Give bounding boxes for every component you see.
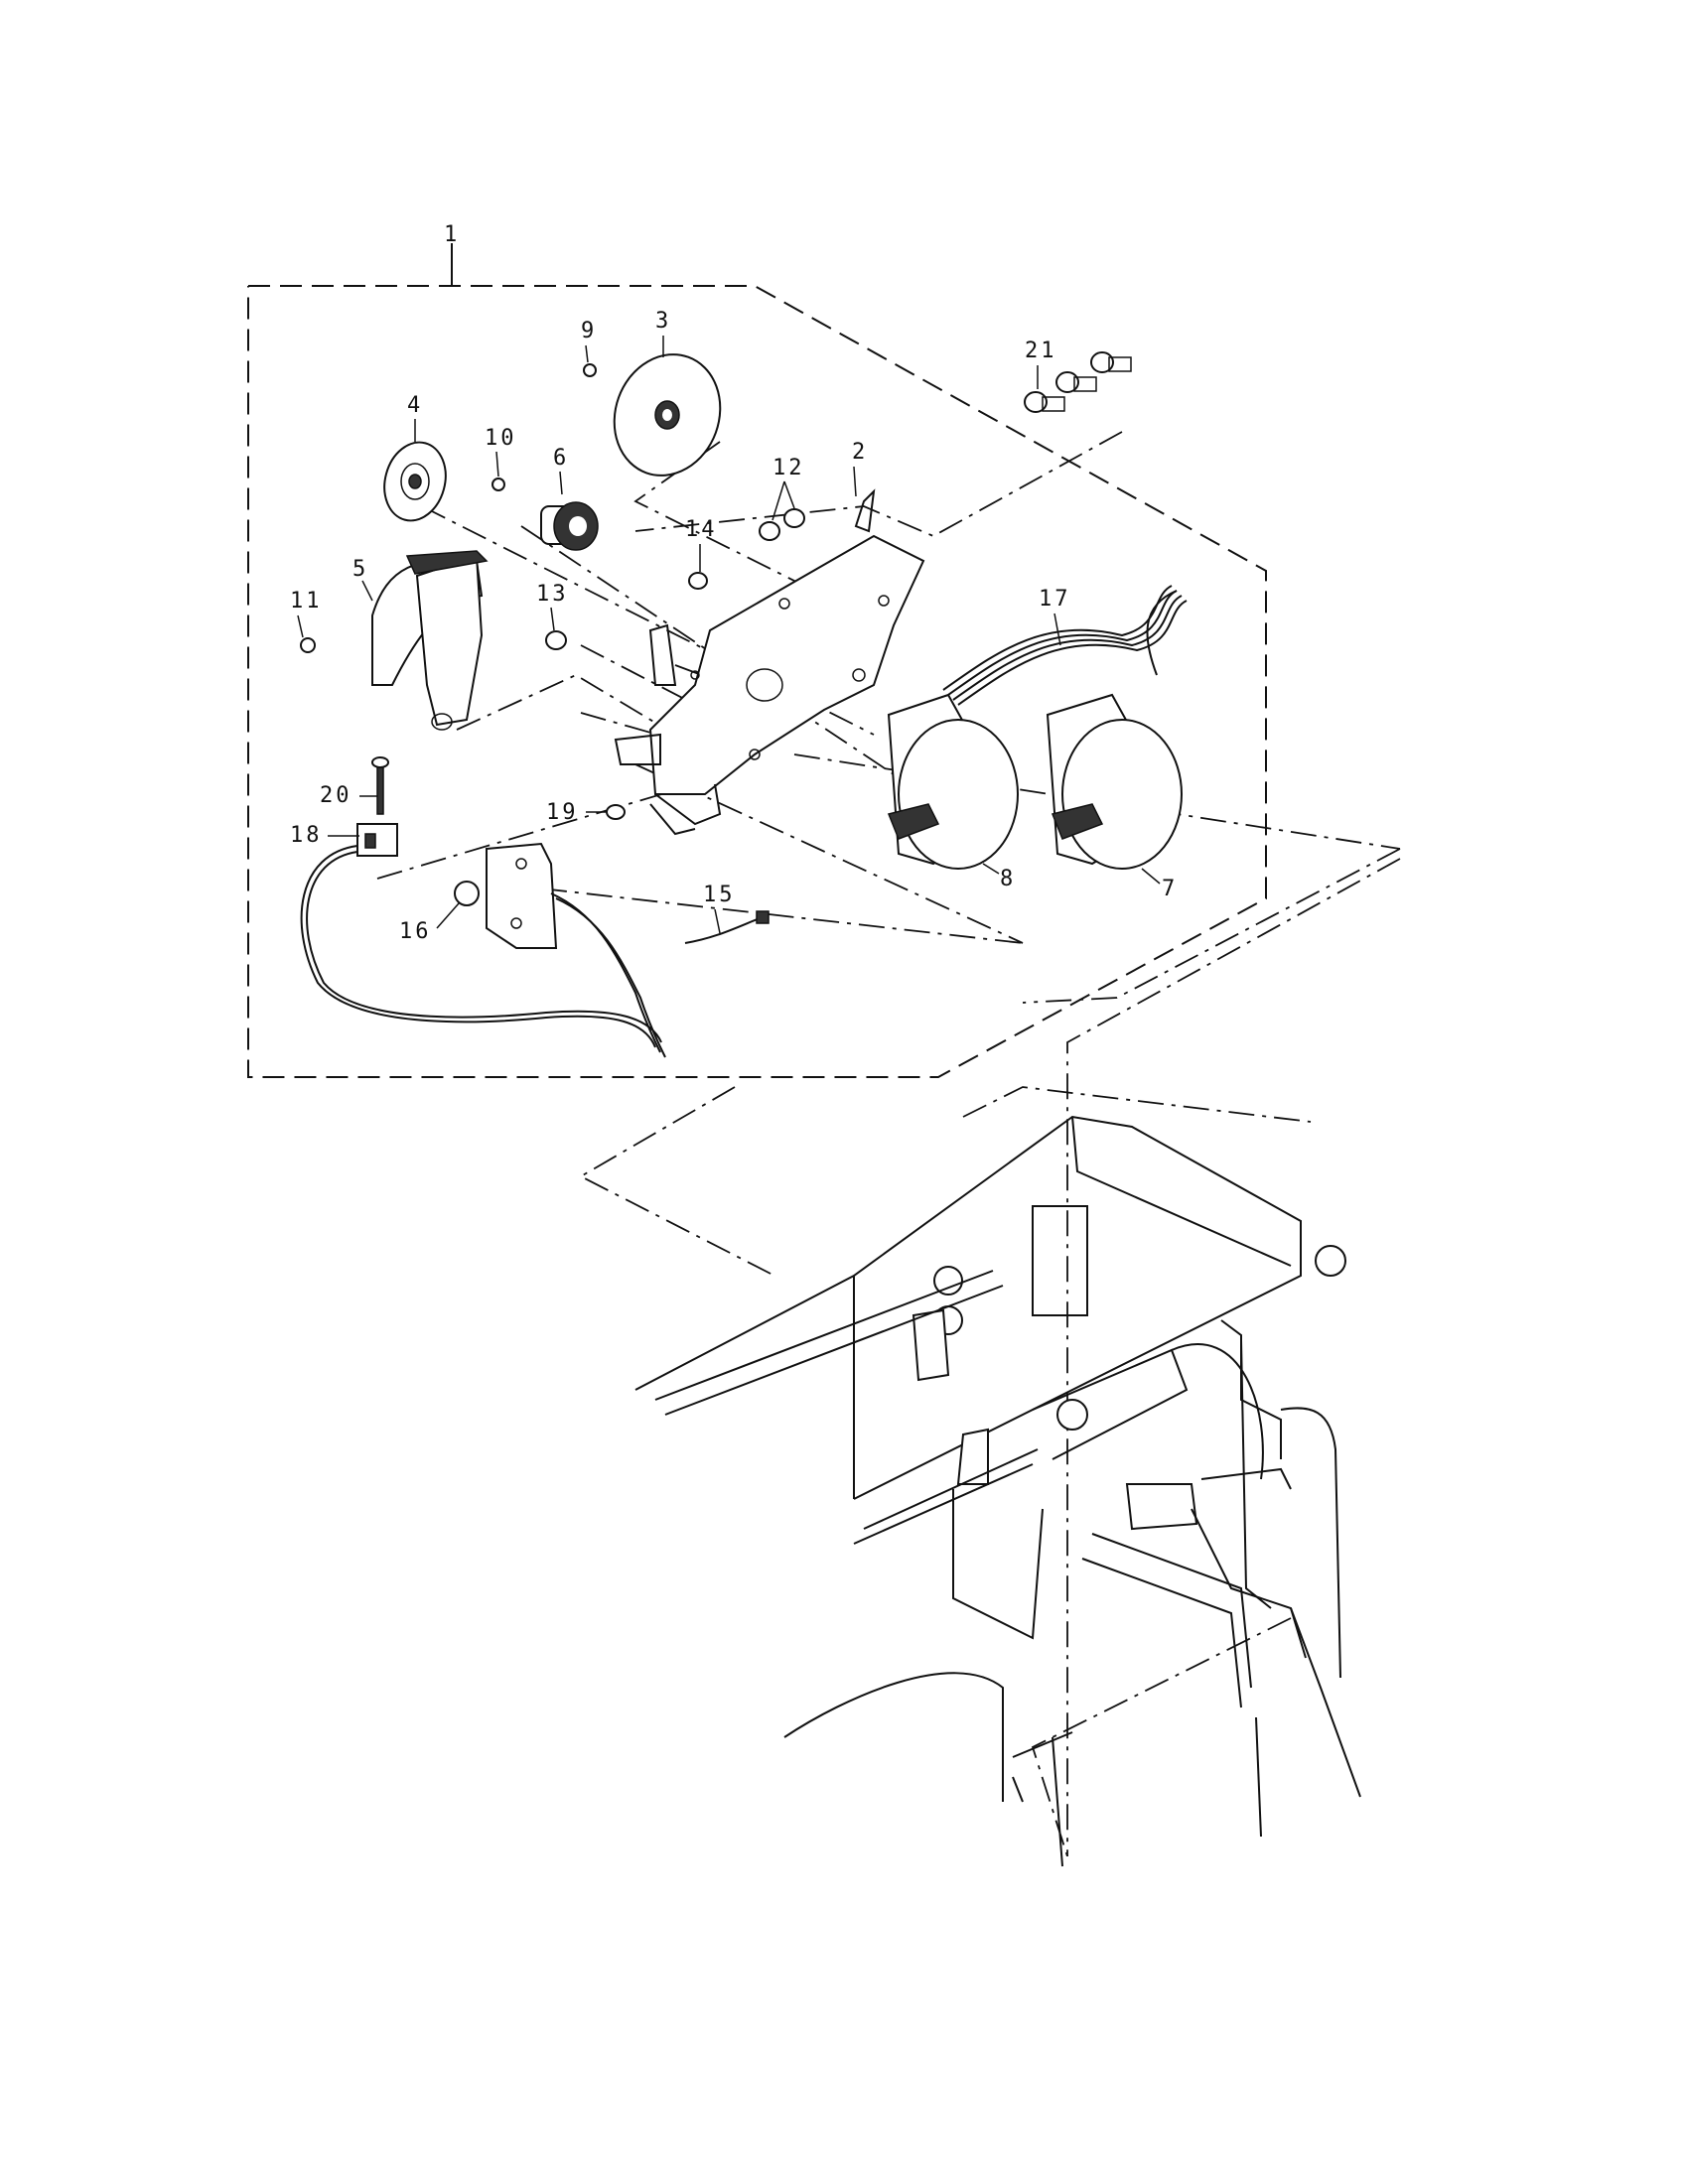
- callout-leaders: [297, 336, 1161, 934]
- callout-18: 18: [290, 823, 323, 848]
- callout-13: 13: [536, 582, 569, 607]
- stepper-motor-left: [887, 693, 1019, 870]
- callout-15: 15: [703, 883, 736, 907]
- gear-large: [613, 353, 722, 477]
- main-bracket: [614, 488, 925, 836]
- callout-1: 1: [444, 222, 460, 247]
- callout-2: 2: [852, 440, 868, 465]
- callout-19: 19: [546, 800, 579, 825]
- callout-20: 20: [320, 783, 352, 808]
- stepper-motor-right: [1046, 693, 1183, 870]
- sensor-board-16: [486, 842, 666, 1058]
- callout-6: 6: [553, 446, 569, 471]
- callout-labels: 1 2 3 4 5 6 7 8 9 10 11 12 13 14 15 16 1…: [290, 222, 1178, 944]
- callout-17: 17: [1039, 587, 1071, 612]
- sensor-18: [300, 823, 662, 1048]
- hardware-parts: [300, 351, 1132, 944]
- gear-small: [383, 441, 447, 522]
- callout-4: 4: [407, 393, 423, 418]
- callout-5: 5: [352, 557, 368, 582]
- machine-frame: [634, 1115, 1361, 1867]
- callout-16: 16: [399, 919, 432, 944]
- callout-10: 10: [485, 426, 517, 451]
- sector-gear: [371, 550, 489, 731]
- pulley: [540, 501, 599, 551]
- callout-8: 8: [1000, 867, 1016, 891]
- callout-21: 21: [1025, 339, 1057, 363]
- callout-12: 12: [772, 456, 805, 480]
- callout-3: 3: [655, 309, 671, 334]
- callout-7: 7: [1162, 877, 1178, 901]
- callout-11: 11: [290, 589, 323, 614]
- callout-9: 9: [581, 319, 597, 343]
- assembly-boundary: [247, 243, 1267, 1078]
- callout-14: 14: [685, 517, 718, 542]
- wire-harness: [942, 585, 1188, 706]
